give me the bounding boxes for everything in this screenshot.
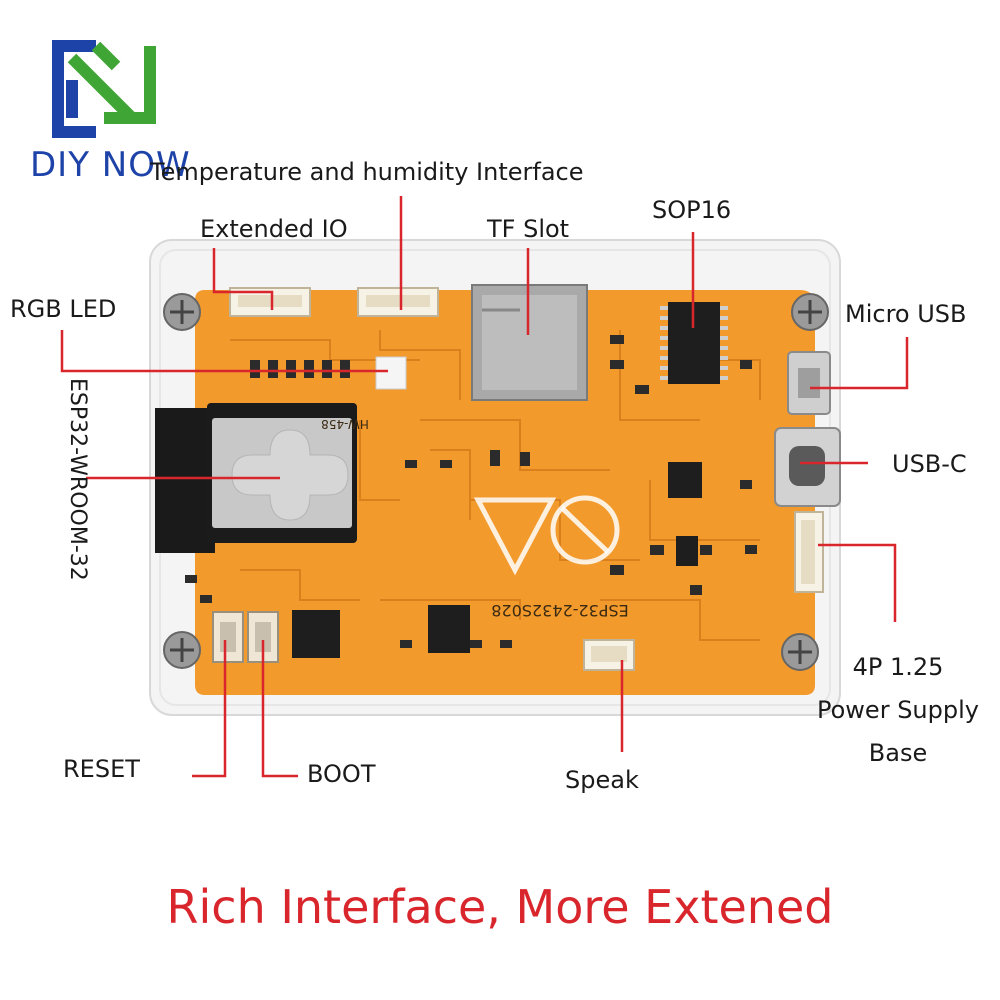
board-marking: ESP32-2432S028 bbox=[491, 601, 628, 620]
power-supply-connector bbox=[794, 511, 824, 593]
sop16-chip bbox=[660, 302, 728, 384]
label-power-line-1: 4P 1.25 bbox=[852, 653, 944, 681]
label-reset: RESET bbox=[63, 755, 140, 783]
leader-power bbox=[818, 543, 897, 622]
pcb-board bbox=[185, 290, 815, 695]
leader-extended-io bbox=[212, 248, 274, 310]
label-power-supply-base: 4P 1.25 Power Supply Base bbox=[798, 646, 998, 775]
speaker-connector bbox=[583, 639, 635, 671]
screws bbox=[163, 293, 829, 671]
brand-name: DIY NOW bbox=[30, 145, 191, 185]
leader-rgb-led bbox=[60, 330, 388, 373]
label-tf-slot: TF Slot bbox=[487, 215, 570, 243]
leader-reset bbox=[192, 640, 227, 778]
label-power-line-3: Base bbox=[868, 739, 928, 767]
label-boot: BOOT bbox=[307, 760, 376, 788]
diy-now-logo-icon bbox=[52, 40, 156, 138]
label-speak: Speak bbox=[565, 766, 639, 794]
temp-humidity-connector bbox=[357, 287, 439, 317]
usb-c-port bbox=[774, 427, 841, 507]
leader-lines bbox=[60, 196, 909, 778]
label-temperature-humidity-interface: Temperature and humidity Interface bbox=[150, 158, 584, 186]
micro-usb-port bbox=[787, 351, 831, 415]
label-extended-io: Extended IO bbox=[200, 215, 348, 243]
label-power-line-2: Power Supply bbox=[817, 696, 979, 724]
reset-button-part bbox=[212, 611, 244, 663]
esp32-module bbox=[155, 403, 357, 553]
tf-slot bbox=[471, 284, 588, 401]
leader-boot bbox=[261, 640, 298, 778]
leader-micro-usb bbox=[810, 337, 909, 390]
label-esp32-wroom-32: ESP32-WROOM-32 bbox=[65, 378, 90, 581]
label-rgb-led: RGB LED bbox=[10, 295, 117, 323]
module-marking: HW-458 bbox=[321, 417, 369, 431]
label-sop16: SOP16 bbox=[652, 196, 732, 224]
label-micro-usb: Micro USB bbox=[845, 300, 967, 328]
label-usb-c: USB-C bbox=[892, 450, 967, 478]
tagline: Rich Interface, More Extened bbox=[166, 880, 834, 934]
